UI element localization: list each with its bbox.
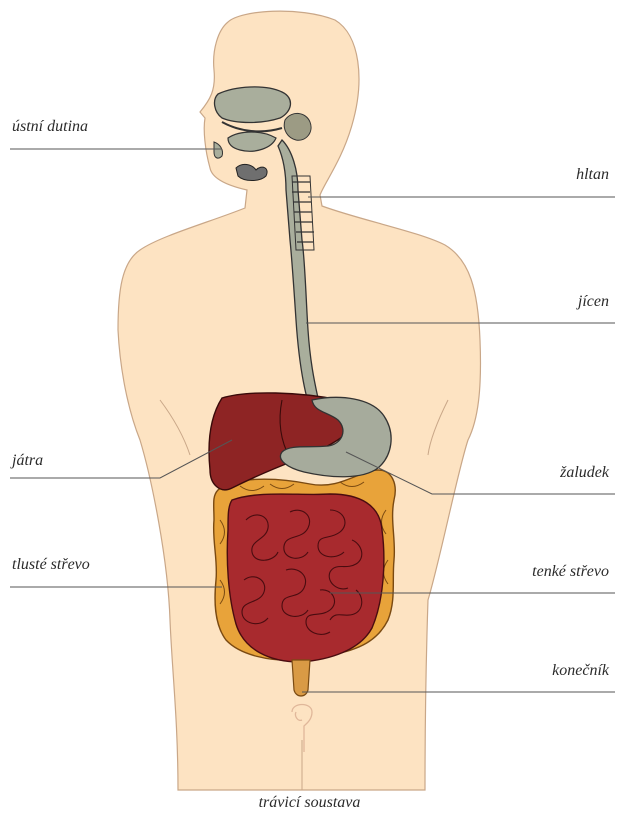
- label-rectum: konečník: [552, 662, 609, 680]
- label-pharynx: hltan: [576, 166, 609, 184]
- label-mouth: ústní dutina: [12, 118, 88, 136]
- figure-caption: trávicí soustava: [0, 794, 619, 812]
- label-small-intestine: tenké střevo: [532, 563, 609, 581]
- label-large-intestine: tlusté střevo: [12, 556, 90, 574]
- small-intestine-organ: [227, 494, 384, 662]
- nasal-cavity: [215, 87, 291, 123]
- tonsils: [236, 164, 267, 180]
- label-esophagus: jícen: [578, 293, 609, 311]
- rectum: [292, 660, 310, 696]
- label-liver: játra: [12, 452, 43, 470]
- label-stomach: žaludek: [560, 464, 609, 482]
